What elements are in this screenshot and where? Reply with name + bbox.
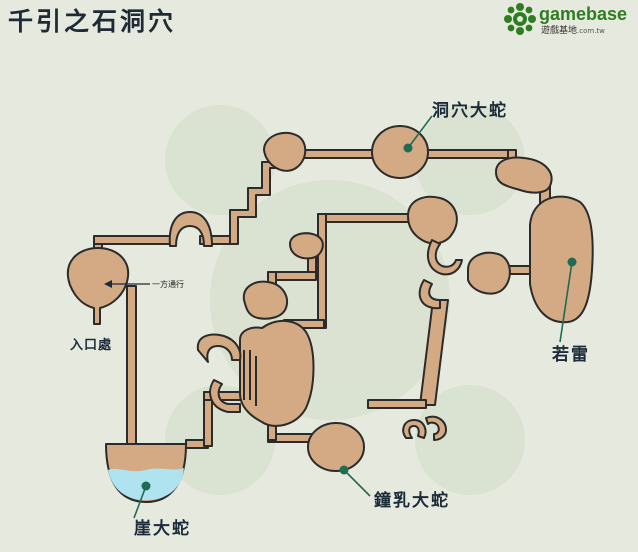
corridor-mid-vertical xyxy=(317,213,327,329)
label-one-way: 一方通行 xyxy=(152,280,184,289)
label-wakaikazuchi: 若雷 xyxy=(552,345,590,365)
label-entrance: 入口處 xyxy=(70,338,113,353)
chamber-wakaikazuchi xyxy=(529,195,594,324)
leader-wakaikazuchi xyxy=(559,261,573,343)
chamber-claw-bottom-2 xyxy=(425,415,447,441)
chamber-mid-left xyxy=(242,280,288,320)
corridor-mid-top xyxy=(317,213,417,223)
chamber-u-room xyxy=(168,211,213,247)
logo-subtitle: 遊戲基地.com.tw xyxy=(541,23,605,36)
marker-cliff xyxy=(141,481,151,491)
chamber-stalactite-snake xyxy=(307,422,365,472)
cliff-snake-basin xyxy=(105,443,187,503)
chamber-claw-left-2 xyxy=(209,379,241,413)
leader-cliff xyxy=(133,485,147,519)
leader-lines xyxy=(133,115,573,519)
chamber-right-bulb xyxy=(495,156,553,194)
marker-cave-snake xyxy=(403,143,413,153)
chamber-central xyxy=(239,320,315,427)
chamber-claw-bottom xyxy=(402,419,427,439)
gamebase-logo-icon xyxy=(504,3,536,35)
corridor-top xyxy=(299,149,379,159)
marker-wakaikazuchi xyxy=(567,257,577,267)
one-way-arrow xyxy=(104,280,150,288)
corridor-entrance-down xyxy=(126,285,137,445)
chamber-stairs-bulb xyxy=(263,131,307,172)
chamber-claw-right-2 xyxy=(418,279,441,310)
map-title: 千引之石洞穴 xyxy=(8,7,177,36)
label-cliff-snake: 崖大蛇 xyxy=(134,519,191,539)
chamber-claw-right xyxy=(426,239,463,276)
central-room-bars xyxy=(243,350,257,406)
chamber-right-small xyxy=(467,251,511,295)
chamber-mid-bowl xyxy=(289,232,324,260)
chambers xyxy=(67,125,594,472)
chamber-entrance xyxy=(67,247,129,325)
markers xyxy=(141,143,577,491)
marker-stalactite xyxy=(339,465,349,475)
chamber-mid-top xyxy=(407,195,458,245)
corridor-to-u-room xyxy=(93,235,175,245)
corridor-top-right xyxy=(421,149,515,159)
corridor-bottom-right xyxy=(367,399,427,409)
corridor-right-descend xyxy=(419,299,449,406)
leader-cave-snake xyxy=(407,115,433,149)
logo-domain: .com.tw xyxy=(577,27,605,35)
logo-wordmark: gamebase xyxy=(539,4,628,24)
logo-subtitle-text: 遊戲基地 xyxy=(541,26,578,36)
leader-stalactite xyxy=(343,469,371,497)
label-cave-snake: 洞穴大蛇 xyxy=(432,101,508,121)
gamebase-logo: gamebase 遊戲基地.com.tw xyxy=(503,2,635,36)
label-stalactite-snake: 鐘乳大蛇 xyxy=(374,491,450,511)
chamber-claw-left xyxy=(196,333,242,363)
